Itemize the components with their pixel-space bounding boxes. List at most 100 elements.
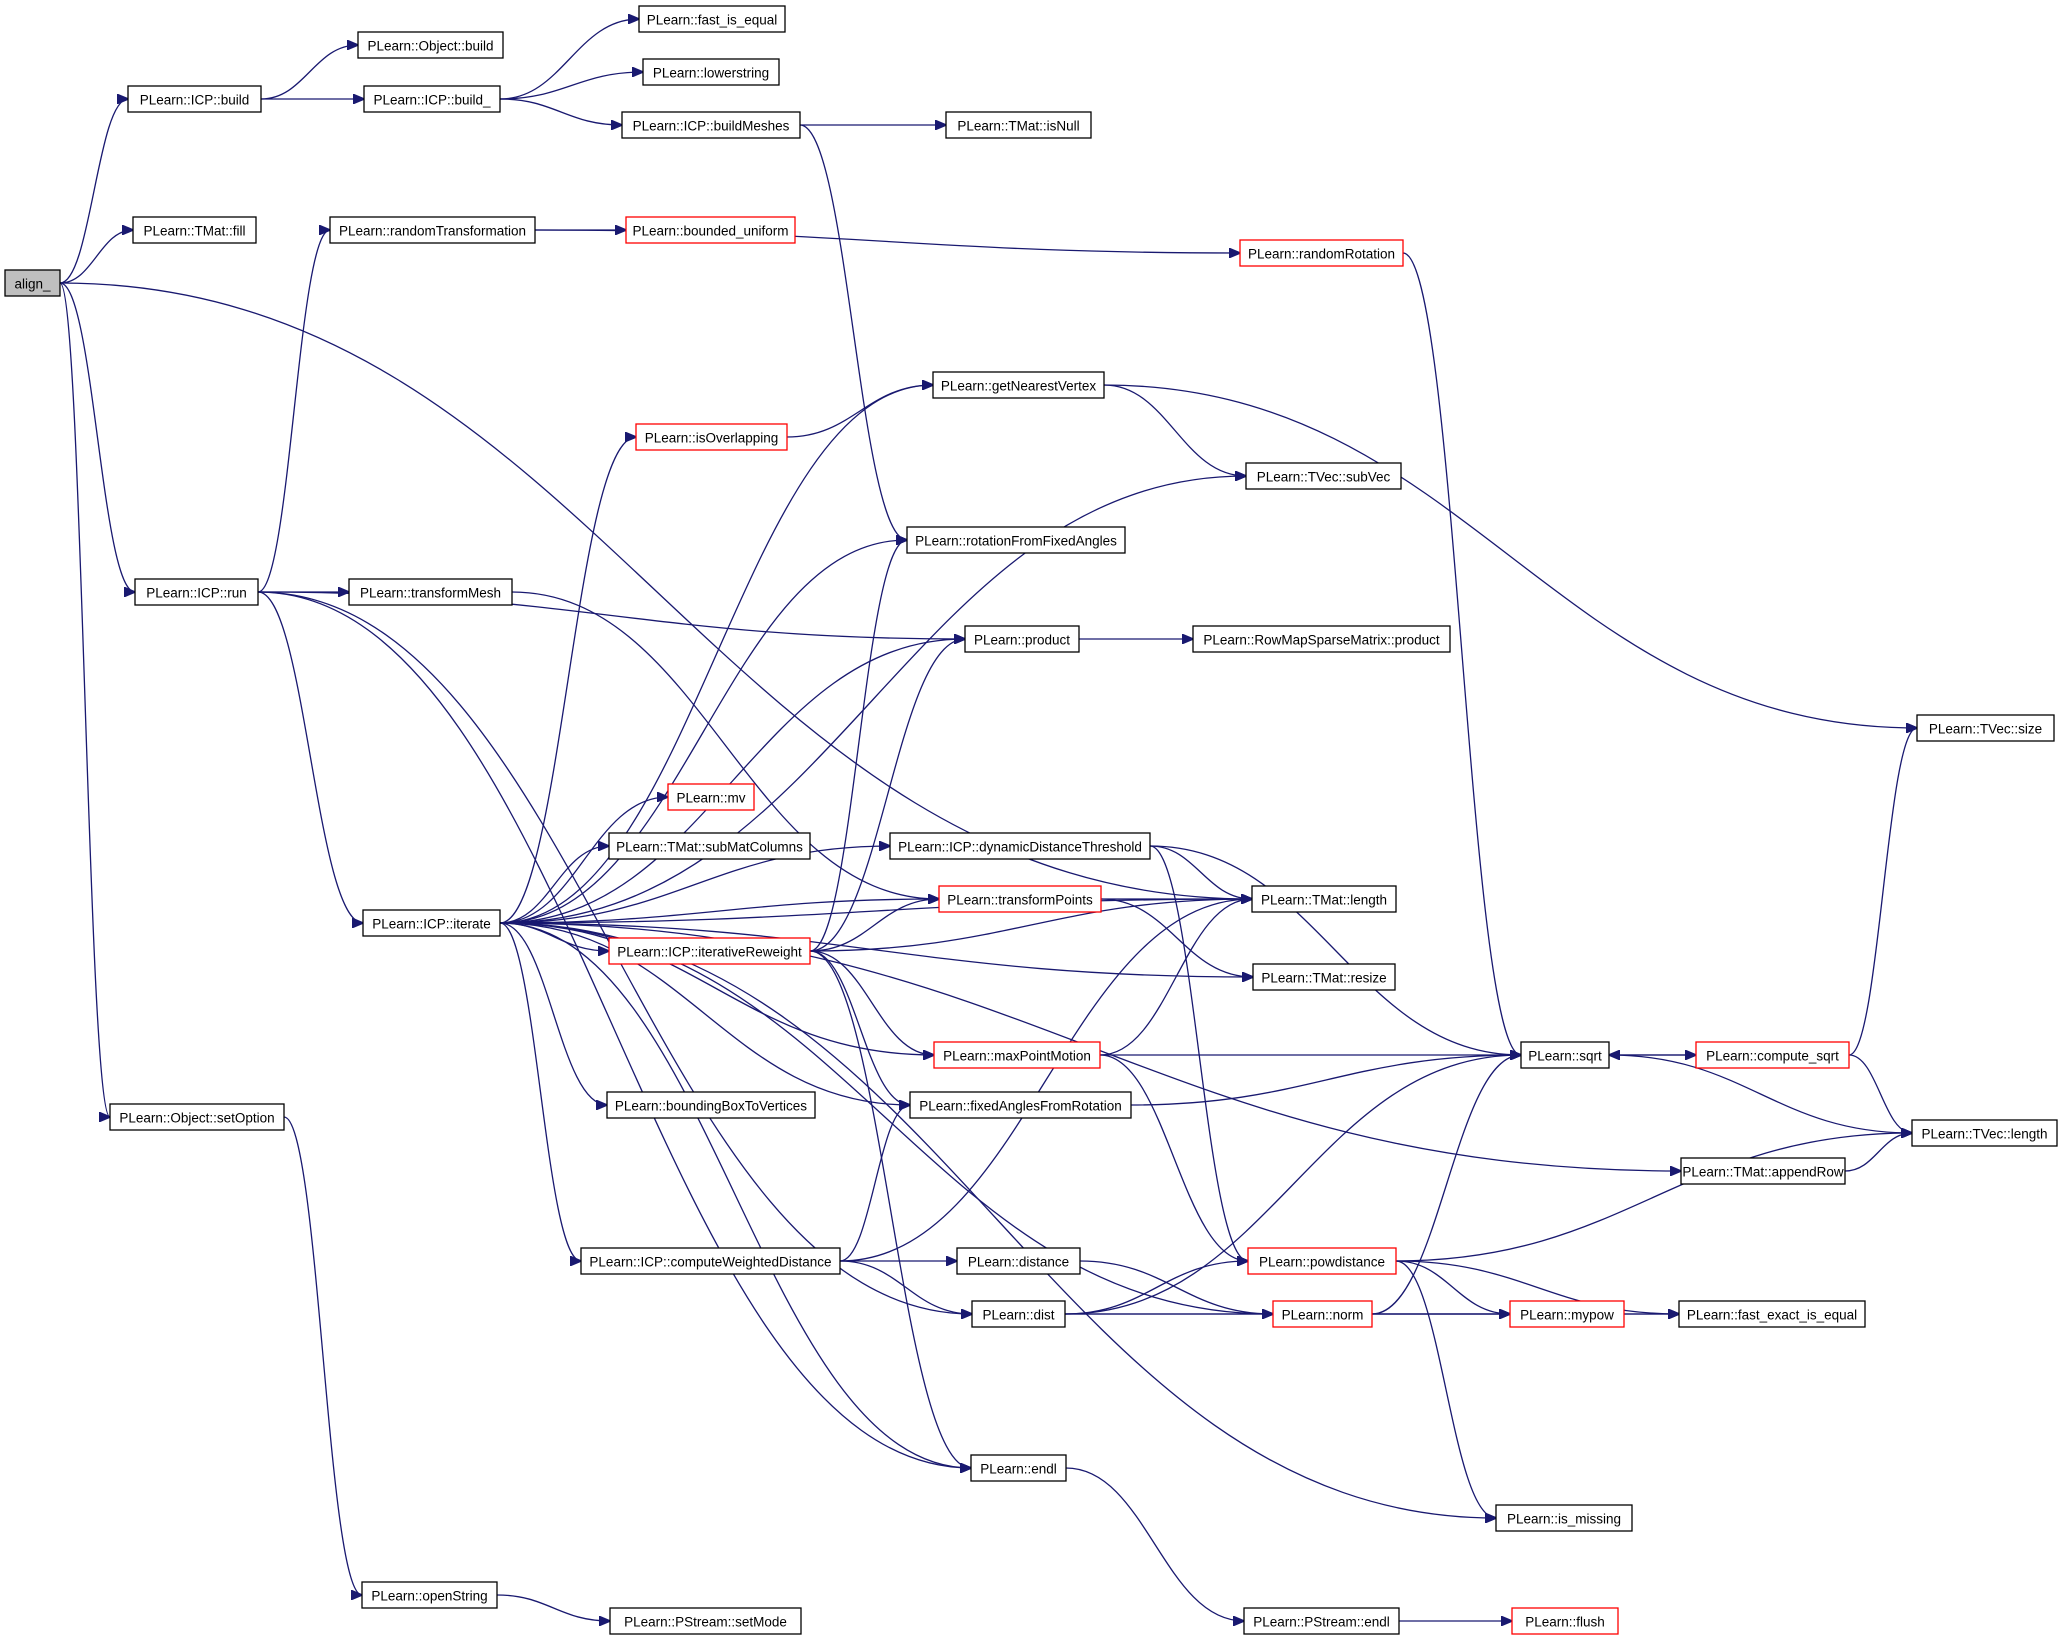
node-label: PLearn::fast_exact_is_equal	[1687, 1308, 1857, 1323]
edge-powdistance-to-is_missing	[1395, 1260, 1496, 1518]
node-box	[1678, 1300, 1866, 1328]
node-boundingBoxToVertices[interactable]: PLearn::boundingBoxToVertices	[606, 1091, 816, 1119]
node-pstream_endl[interactable]: PLearn::PStream::endl	[1243, 1607, 1400, 1635]
node-openString[interactable]: PLearn::openString	[361, 1581, 498, 1609]
node-icp_run[interactable]: PLearn::ICP::run	[134, 578, 259, 606]
edge-icp_iterate-to-boundingBoxToVertices	[499, 922, 607, 1105]
edge-dynamicDistanceThreshold-to-tmat_length	[1149, 845, 1252, 899]
node-dynamicDistanceThreshold[interactable]: PLearn::ICP::dynamicDistanceThreshold	[889, 832, 1151, 860]
node-tmat_resize[interactable]: PLearn::TMat::resize	[1252, 963, 1396, 991]
node-box	[964, 625, 1080, 653]
node-box	[329, 216, 536, 244]
node-lowerstring[interactable]: PLearn::lowerstring	[642, 58, 780, 86]
node-setOption[interactable]: PLearn::Object::setOption	[109, 1103, 285, 1131]
node-buildMeshes[interactable]: PLearn::ICP::buildMeshes	[621, 111, 801, 139]
node-label: PLearn::dist	[982, 1308, 1054, 1323]
node-is_missing[interactable]: PLearn::is_missing	[1495, 1504, 1633, 1532]
node-label: PLearn::ICP::iterativeReweight	[617, 945, 802, 960]
node-endl[interactable]: PLearn::endl	[970, 1454, 1067, 1482]
node-dist[interactable]: PLearn::dist	[971, 1300, 1066, 1328]
node-tvec_size[interactable]: PLearn::TVec::size	[1916, 714, 2055, 742]
node-box	[1272, 1300, 1373, 1328]
node-label: PLearn::PStream::setMode	[624, 1615, 787, 1630]
edge-align-to-setOption	[59, 282, 110, 1117]
node-flush[interactable]: PLearn::flush	[1511, 1607, 1619, 1635]
node-icp_build[interactable]: PLearn::ICP::build	[127, 85, 262, 113]
node-fast_exact_is_equal[interactable]: PLearn::fast_exact_is_equal	[1678, 1300, 1866, 1328]
node-tvec_length[interactable]: PLearn::TVec::length	[1911, 1119, 2058, 1147]
node-sqrt[interactable]: PLearn::sqrt	[1520, 1041, 1610, 1069]
edge-icp_build-to-object_build	[260, 45, 358, 100]
node-rowmap_product[interactable]: PLearn::RowMapSparseMatrix::product	[1192, 625, 1451, 653]
node-powdistance[interactable]: PLearn::powdistance	[1247, 1247, 1397, 1275]
edge-iterativeReweight-to-fixedAnglesFromRotation	[809, 950, 910, 1105]
node-product[interactable]: PLearn::product	[964, 625, 1080, 653]
node-fast_is_equal[interactable]: PLearn::fast_is_equal	[638, 5, 786, 33]
node-box	[625, 216, 796, 244]
edge-icp_iterate-to-isOverlapping	[499, 437, 636, 924]
node-box	[1251, 885, 1397, 913]
edge-distance-to-norm	[1079, 1260, 1273, 1314]
node-label: PLearn::boundingBoxToVertices	[615, 1099, 807, 1114]
node-appendRow[interactable]: PLearn::TMat::appendRow	[1680, 1157, 1846, 1185]
node-box	[1916, 714, 2055, 742]
edge-randomRotation-to-sqrt	[1402, 252, 1521, 1055]
node-label: PLearn::bounded_uniform	[632, 224, 788, 239]
node-mv[interactable]: PLearn::mv	[667, 783, 755, 811]
node-label: PLearn::distance	[968, 1255, 1069, 1270]
edge-fixedAnglesFromRotation-to-sqrt	[1130, 1055, 1521, 1106]
edge-icp_build_-to-fast_is_equal	[499, 19, 639, 100]
node-label: PLearn::openString	[371, 1589, 487, 1604]
node-tmat_length[interactable]: PLearn::TMat::length	[1251, 885, 1397, 913]
edge-openString-to-pstream_setMode	[496, 1594, 610, 1621]
node-icp_build_[interactable]: PLearn::ICP::build_	[363, 85, 501, 113]
node-box	[580, 1247, 841, 1275]
edge-icp_run-to-icp_iterate	[257, 591, 363, 923]
node-randomTransformation[interactable]: PLearn::randomTransformation	[329, 216, 536, 244]
node-align[interactable]: align_	[4, 269, 61, 297]
edge-icp_iterate-to-computeWeightedDistance	[499, 922, 581, 1261]
node-label: PLearn::isOverlapping	[645, 431, 779, 446]
node-compute_sqrt[interactable]: PLearn::compute_sqrt	[1695, 1041, 1850, 1069]
node-randomRotation[interactable]: PLearn::randomRotation	[1239, 239, 1404, 267]
edge-icp_iterate-to-transformPoints	[499, 899, 939, 924]
node-subMatColumns[interactable]: PLearn::TMat::subMatColumns	[608, 832, 811, 860]
node-box	[1252, 963, 1396, 991]
node-bounded_uniform[interactable]: PLearn::bounded_uniform	[625, 216, 796, 244]
node-label: PLearn::getNearestVertex	[941, 379, 1097, 394]
node-transformPoints[interactable]: PLearn::transformPoints	[938, 885, 1102, 913]
node-label: align_	[14, 277, 51, 292]
node-computeWeightedDistance[interactable]: PLearn::ICP::computeWeightedDistance	[580, 1247, 841, 1275]
node-box	[132, 216, 257, 244]
node-distance[interactable]: PLearn::distance	[956, 1247, 1081, 1275]
node-label: PLearn::product	[974, 633, 1070, 648]
node-mypow[interactable]: PLearn::mypow	[1509, 1300, 1625, 1328]
edge-icp_iterate-to-tmat_length	[499, 899, 1252, 924]
node-icp_iterate[interactable]: PLearn::ICP::iterate	[362, 909, 501, 937]
node-box	[609, 1607, 802, 1635]
node-maxPointMotion[interactable]: PLearn::maxPointMotion	[933, 1041, 1101, 1069]
node-box	[1911, 1119, 2058, 1147]
node-tmat_fill[interactable]: PLearn::TMat::fill	[132, 216, 257, 244]
node-box	[906, 526, 1126, 554]
edge-align-to-tmat_fill	[59, 230, 133, 284]
node-isOverlapping[interactable]: PLearn::isOverlapping	[635, 423, 788, 451]
node-iterativeReweight[interactable]: PLearn::ICP::iterativeReweight	[608, 937, 811, 965]
node-subVec[interactable]: PLearn::TVec::subVec	[1245, 462, 1402, 490]
node-getNearestVertex[interactable]: PLearn::getNearestVertex	[932, 371, 1105, 399]
node-isNull[interactable]: PLearn::TMat::isNull	[945, 111, 1092, 139]
node-box	[608, 937, 811, 965]
node-rotationFromFixedAngles[interactable]: PLearn::rotationFromFixedAngles	[906, 526, 1126, 554]
node-object_build[interactable]: PLearn::Object::build	[357, 31, 504, 59]
node-box	[642, 58, 780, 86]
node-pstream_setMode[interactable]: PLearn::PStream::setMode	[609, 1607, 802, 1635]
node-norm[interactable]: PLearn::norm	[1272, 1300, 1373, 1328]
node-label: PLearn::rotationFromFixedAngles	[915, 534, 1117, 549]
edge-iterativeReweight-to-endl	[809, 950, 971, 1468]
node-box	[1243, 1607, 1400, 1635]
node-fixedAnglesFromRotation[interactable]: PLearn::fixedAnglesFromRotation	[909, 1091, 1132, 1119]
node-box	[361, 1581, 498, 1609]
node-transformMesh[interactable]: PLearn::transformMesh	[348, 578, 513, 606]
node-label: PLearn::ICP::buildMeshes	[633, 119, 790, 134]
edge-computeWeightedDistance-to-tmat_length	[839, 899, 1252, 1262]
